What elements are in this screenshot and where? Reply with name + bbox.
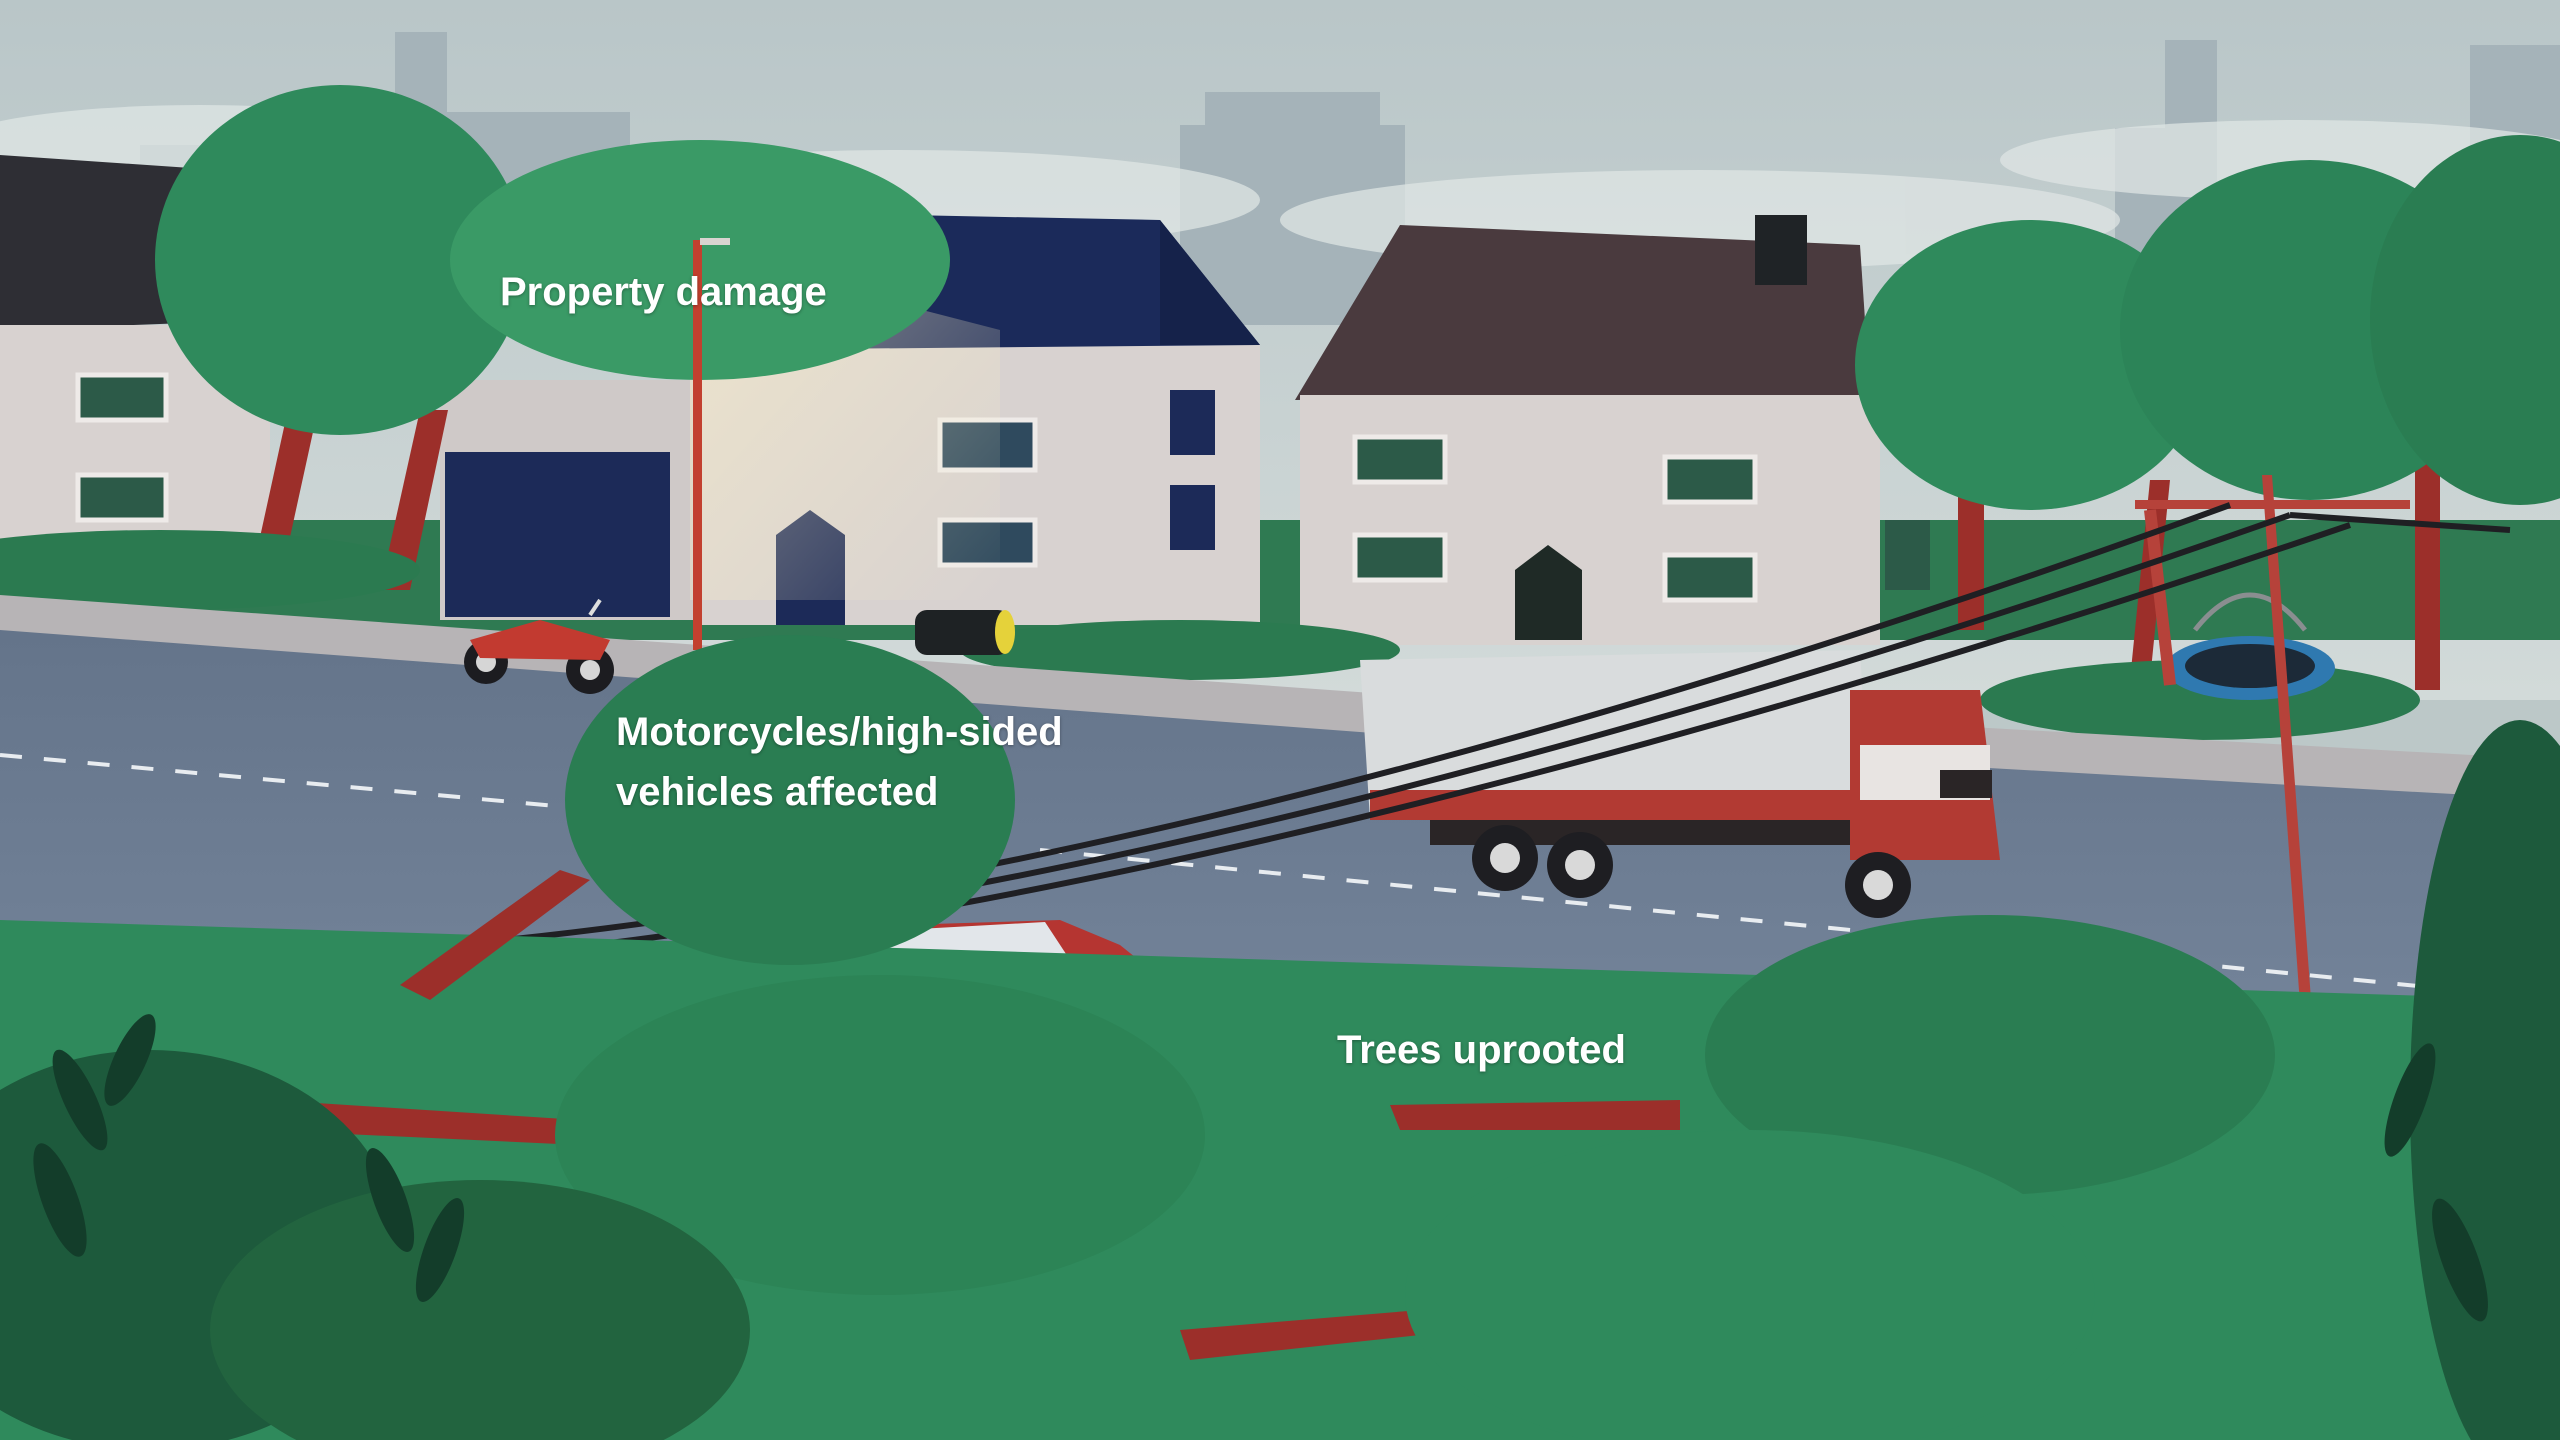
road-markings	[0, 753, 2560, 1002]
fallen-motorcycle	[464, 598, 614, 694]
fallen-tree-canopies	[555, 635, 2275, 1440]
center-house	[440, 210, 1260, 625]
right-house	[1295, 215, 1930, 645]
ferns	[33, 1014, 2488, 1322]
hedge	[0, 530, 2420, 740]
street-lamp	[693, 238, 730, 650]
label-vehicles-affected: Motorcycles/high-sided vehicles affected	[616, 702, 1063, 822]
label-property-damage: Property damage	[500, 270, 827, 314]
fallen-bin	[915, 610, 1015, 655]
label-vehicles-line-1: Motorcycles/high-sided	[616, 710, 1063, 754]
label-trees-uprooted: Trees uprooted	[1337, 1028, 1626, 1072]
label-vehicles-line-2: vehicles affected	[616, 770, 939, 814]
